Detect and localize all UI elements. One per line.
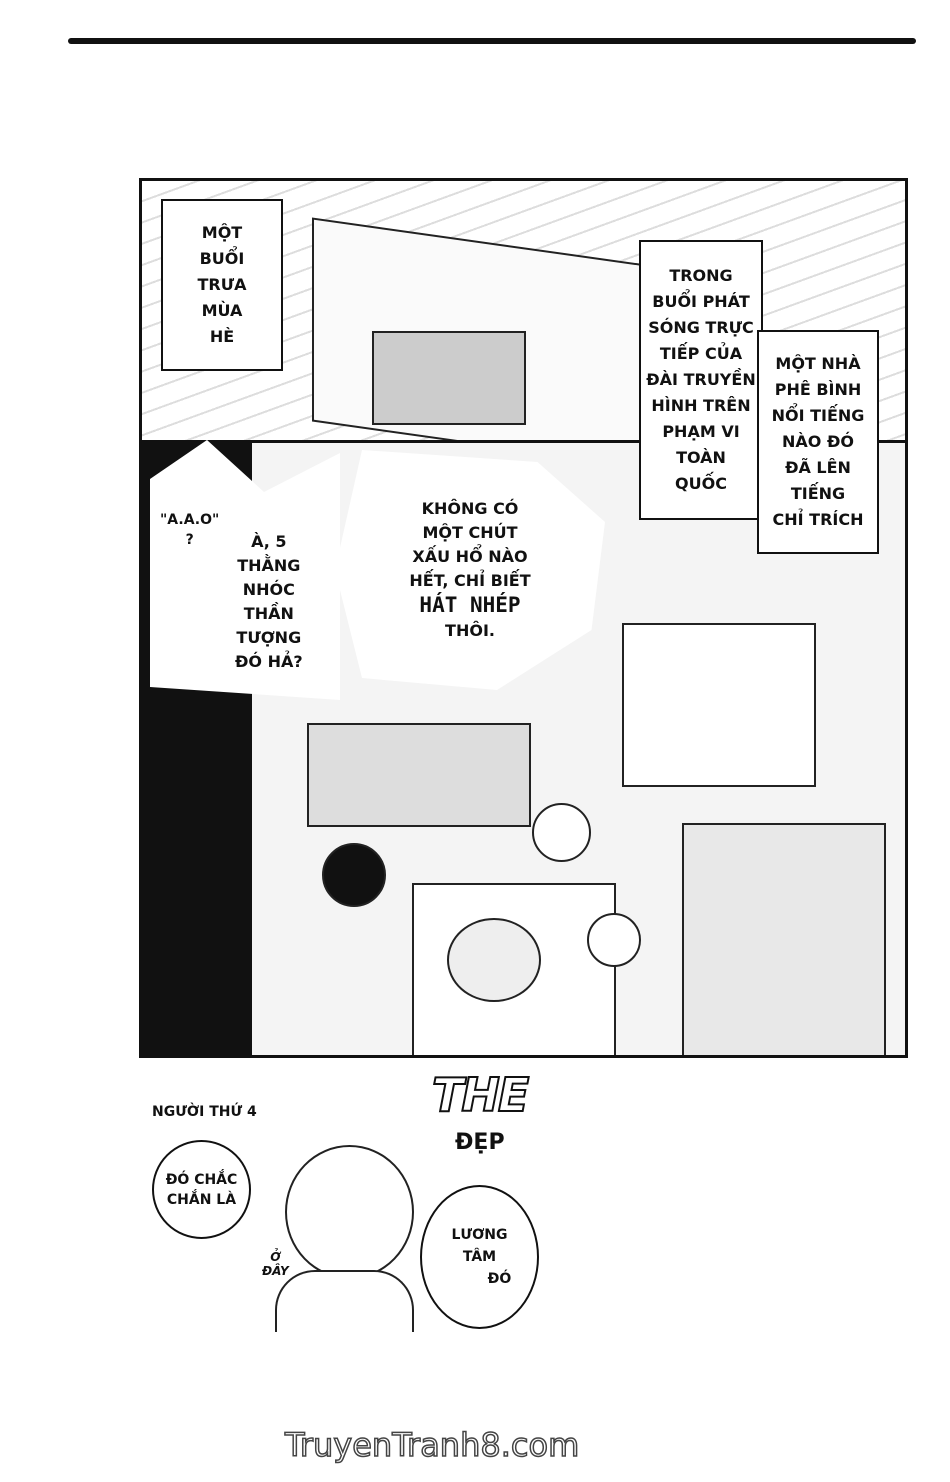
character-head-illustration xyxy=(285,1145,414,1279)
boy-head-illustration xyxy=(587,913,641,967)
bubble-aao: "A.A.O"? xyxy=(160,512,220,548)
tv-cabinet-illustration xyxy=(307,723,531,827)
kitchen-counter-illustration xyxy=(682,823,886,1055)
window-illustration xyxy=(372,331,526,425)
fourth-person-label: NGƯỜI THỨ 4 xyxy=(152,1104,257,1120)
boy-head-illustration xyxy=(532,803,591,862)
character-body-illustration xyxy=(275,1270,414,1332)
girl-head-illustration xyxy=(322,843,386,907)
title-the: THE xyxy=(431,1067,530,1123)
fridge-illustration xyxy=(622,623,816,787)
title-dep: ĐẸP xyxy=(455,1130,505,1155)
watermark: TruyenTranh8.com xyxy=(284,1425,580,1465)
top-rule xyxy=(68,38,916,44)
hotpot-illustration xyxy=(447,918,541,1002)
